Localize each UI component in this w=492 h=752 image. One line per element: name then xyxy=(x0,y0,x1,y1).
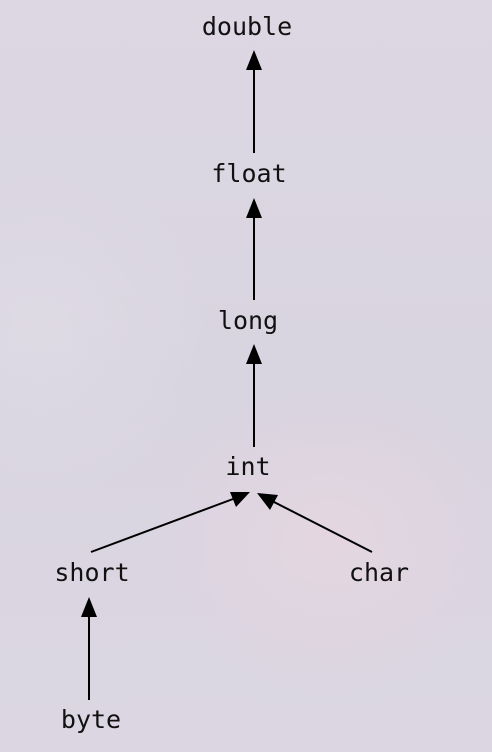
node-char: char xyxy=(349,558,409,587)
edges xyxy=(81,50,373,700)
arrowhead-icon xyxy=(246,198,262,218)
arrowhead-icon xyxy=(230,492,250,507)
node-float: float xyxy=(211,159,286,188)
nodes: double float long int short char byte xyxy=(54,12,409,734)
edge-int-to-long xyxy=(246,344,262,447)
node-double: double xyxy=(202,12,292,41)
node-byte: byte xyxy=(61,705,121,734)
arrowhead-icon xyxy=(81,597,97,617)
arrowhead-icon xyxy=(257,493,278,510)
edge-long-to-float xyxy=(246,198,262,300)
edge-byte-to-short xyxy=(81,597,97,700)
node-int: int xyxy=(225,452,270,481)
edge-float-to-double xyxy=(246,50,262,153)
node-long: long xyxy=(218,306,278,335)
edge-char-to-int xyxy=(257,493,373,553)
arrowhead-icon xyxy=(246,50,262,70)
arrowhead-icon xyxy=(246,344,262,364)
node-short: short xyxy=(54,558,129,587)
edge-short-to-int xyxy=(90,492,250,553)
